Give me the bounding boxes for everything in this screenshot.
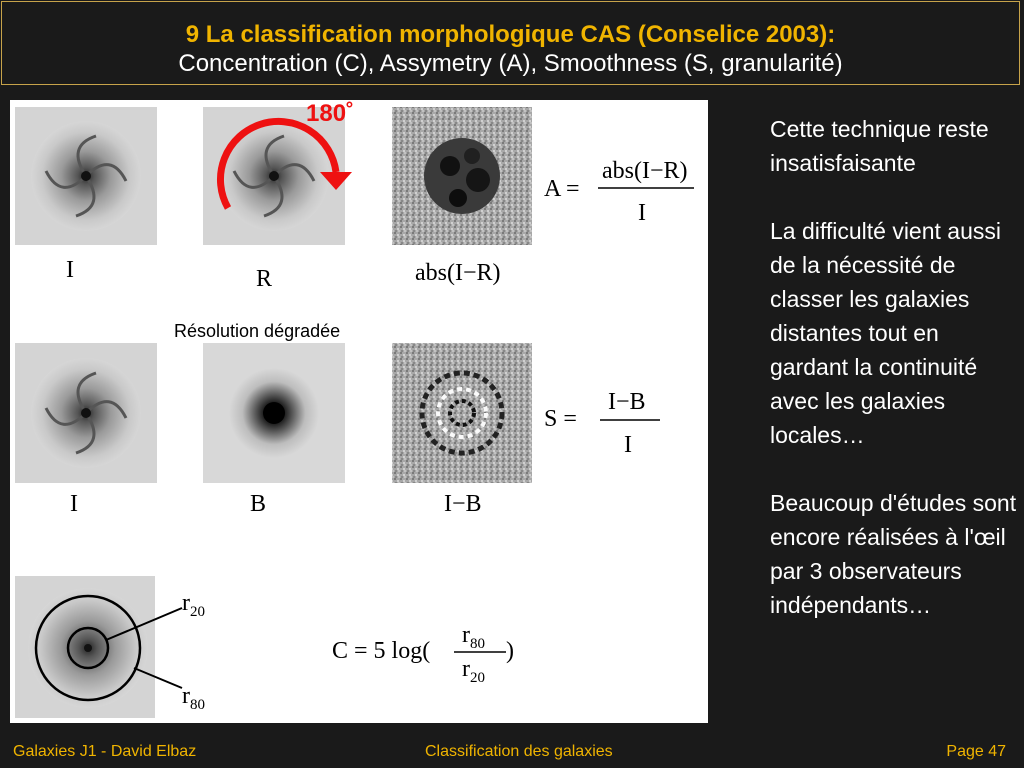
eq-c-denominator-sub: 20 bbox=[470, 669, 485, 686]
footer-author: Galaxies J1 - David Elbaz bbox=[13, 743, 197, 760]
eq-c-rhs: ) bbox=[506, 638, 514, 664]
row3-image-concentration bbox=[15, 576, 183, 718]
degraded-resolution-label: Résolution dégradée bbox=[174, 321, 341, 341]
slide-subtitle: Concentration (C), Assymetry (A), Smooth… bbox=[178, 50, 843, 77]
row2-image-i bbox=[15, 343, 157, 483]
caption-row2-b: B bbox=[250, 491, 267, 517]
row1-image-i bbox=[15, 107, 157, 245]
r80-label-sub: 80 bbox=[190, 696, 205, 713]
r80-label-r: r bbox=[182, 683, 190, 709]
r80-label: r80 bbox=[182, 683, 205, 714]
figure-drawing bbox=[15, 107, 694, 718]
slide-title: 9 La classification morphologique CAS (C… bbox=[185, 21, 836, 48]
row2-image-b bbox=[203, 343, 345, 483]
eq-s-denominator: I bbox=[624, 432, 632, 458]
row2-image-ib bbox=[392, 343, 532, 483]
eq-a-numerator: abs(I−R) bbox=[602, 158, 688, 184]
eq-c-numerator: r80 bbox=[462, 622, 485, 653]
eq-a-lhs: A = bbox=[544, 176, 580, 202]
footer-section: Classification des galaxies bbox=[425, 743, 613, 760]
eq-c-numerator-r: r bbox=[462, 622, 470, 648]
caption-row1-r: R bbox=[256, 266, 273, 292]
row1-image-r bbox=[203, 107, 345, 245]
caption-row1-i: I bbox=[66, 257, 74, 283]
r20-label-sub: 20 bbox=[190, 603, 205, 620]
eq-s-lhs: S = bbox=[544, 406, 577, 432]
sidebar-paragraph-3: Beaucoup d'études sont encore réalisées … bbox=[770, 490, 1017, 618]
rotation-arrow-icon bbox=[216, 118, 352, 210]
title-box: 9 La classification morphologique CAS (C… bbox=[1, 1, 1020, 85]
eq-c-lhs: C = 5 log( bbox=[332, 638, 431, 664]
eq-c-numerator-sub: 80 bbox=[470, 635, 485, 652]
eq-c-denominator: r20 bbox=[462, 656, 485, 687]
eq-c-denominator-r: r bbox=[462, 656, 470, 682]
footer-page-number: Page 47 bbox=[946, 743, 1006, 760]
caption-row2-i: I bbox=[70, 491, 78, 517]
r20-label-r: r bbox=[182, 590, 190, 616]
sidebar-paragraph-1: Cette technique reste insatisfaisante bbox=[770, 116, 989, 176]
sidebar-text: Cette technique reste insatisfaisante La… bbox=[770, 112, 1018, 656]
cas-figure: 180˚ I R abs(I−R) Résolution dégradée I … bbox=[10, 100, 708, 723]
caption-row2-ib: I−B bbox=[444, 491, 482, 517]
caption-row1-abs: abs(I−R) bbox=[415, 260, 501, 286]
eq-a-denominator: I bbox=[638, 200, 646, 226]
eq-s-numerator: I−B bbox=[608, 389, 646, 415]
sidebar-paragraph-2: La difficulté vient aussi de la nécessit… bbox=[770, 218, 1001, 448]
row1-image-abs bbox=[392, 107, 532, 245]
r20-label: r20 bbox=[182, 590, 205, 621]
rotation-label: 180˚ bbox=[306, 100, 355, 127]
